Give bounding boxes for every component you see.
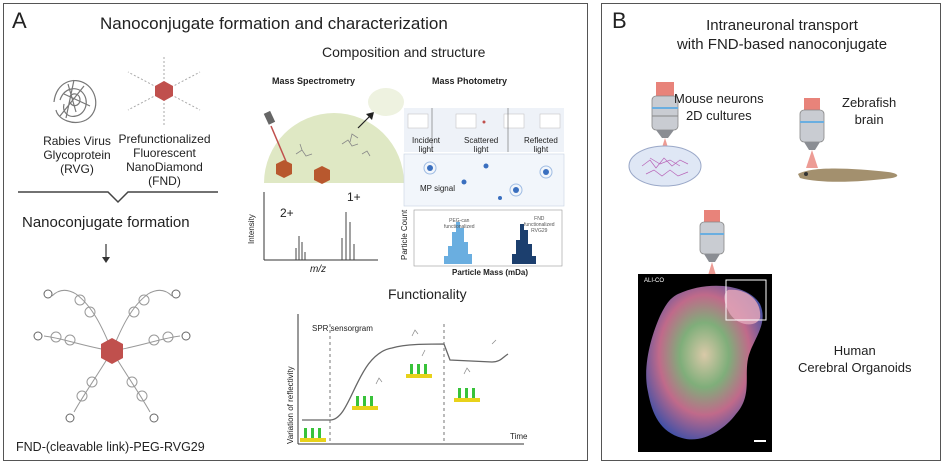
peak-b-line: FND: [534, 216, 545, 222]
neurons-label-line: 2D cultures: [685, 108, 752, 123]
rvg-label-line: (RVG): [60, 162, 94, 176]
conjugate-label: FND-(cleavable link)-PEG-RVG29: [16, 440, 205, 454]
rvg-label: Rabies Virus Glycoprotein (RVG): [22, 134, 132, 176]
incident-line: Incident: [412, 136, 441, 145]
peak-b-label: FND functionalized RVG29: [524, 216, 555, 234]
zebrafish-label-line: Zebrafish: [842, 95, 897, 110]
panel-a: A Nanoconjugate formation and characteri…: [3, 3, 588, 461]
neuron-culture-illustration: [628, 82, 702, 187]
mass-spec-xlabel: m/z: [310, 264, 327, 275]
rvg-label-line: Glycoprotein: [43, 148, 111, 162]
scattered-line: Scattered: [464, 136, 499, 145]
zebrafish-label-line: brain: [854, 112, 884, 127]
down-arrow-icon: [102, 244, 110, 263]
organoids-label-line: Cerebral Organoids: [798, 360, 912, 375]
fnd-label: Prefunctionalized Fluorescent NanoDiamon…: [112, 132, 217, 188]
scattered-light-label: Scattered light: [464, 136, 498, 154]
peak-a-line: PEG-can: [449, 218, 470, 224]
neurons-label-line: Mouse neurons: [674, 91, 764, 106]
organoids-label-line: Human: [833, 343, 876, 358]
fnd-label-line: (FND): [148, 174, 181, 188]
mass-spec-plot: [263, 192, 378, 261]
peak-a-line: functionalized: [444, 224, 475, 230]
organoid-fluorescence-image: [638, 274, 772, 452]
composition-title: Composition and structure: [322, 44, 486, 60]
peak-a-label: PEG-can functionalized: [444, 218, 475, 230]
mass-photometry-title: Mass Photometry: [432, 76, 508, 86]
scattered-line: light: [473, 145, 489, 154]
mass-spec-ylabel: Intensity: [247, 214, 256, 244]
photometry-optics-illustration: [404, 108, 564, 152]
spr-sensorgram-plot: [297, 314, 524, 445]
reflected-light-label: Reflected light: [524, 136, 558, 154]
formation-label: Nanoconjugate formation: [22, 214, 190, 231]
nanoconjugate-illustration: [33, 289, 191, 423]
rvg-protein-illustration: [53, 79, 97, 123]
photometry-xlabel: Particle Mass (mDa): [452, 268, 529, 277]
zebrafish-illustration: [798, 98, 898, 182]
fnd-particle-illustration: [127, 56, 201, 126]
panel-b-title-line: with FND-based nanoconjugate: [676, 36, 888, 53]
mass-spec-title: Mass Spectrometry: [272, 76, 356, 86]
merge-brace: [18, 191, 218, 204]
rvg-label-line: Rabies Virus: [43, 134, 111, 148]
spr-ylabel: Variation of reflectivity: [286, 366, 295, 444]
reflected-line: Reflected: [524, 136, 558, 145]
zebrafish-label: Zebrafish brain: [842, 94, 896, 128]
fnd-label-line: NanoDiamond: [126, 160, 203, 174]
neurons-label: Mouse neurons 2D cultures: [674, 90, 764, 124]
panel-a-title: Nanoconjugate formation and characteriza…: [100, 14, 448, 33]
panel-a-letter: A: [12, 8, 27, 33]
organoid-tag: ALI-CO: [644, 278, 665, 284]
photometry-histogram: [413, 209, 563, 267]
fnd-label-line: Prefunctionalized: [118, 132, 211, 146]
spr-sensorgram-label: SPR sensorgram: [312, 324, 373, 333]
panel-b: B Intraneuronal transport with FND-based…: [601, 3, 941, 461]
peak-b-line: functionalized: [524, 222, 555, 228]
peak-b-line: RVG29: [531, 228, 548, 234]
fnd-label-line: Fluorescent: [133, 146, 196, 160]
functionality-title: Functionality: [388, 286, 467, 302]
panel-b-title-line: Intraneuronal transport: [706, 17, 858, 34]
mp-signal-image: [403, 153, 565, 207]
organoids-label: Human Cerebral Organoids: [798, 342, 911, 376]
incident-light-label: Incident light: [412, 136, 440, 154]
reflected-line: light: [533, 145, 549, 154]
microscope-objective-icon: [699, 210, 725, 282]
incident-line: light: [418, 145, 434, 154]
peak-label-2plus: 2+: [280, 206, 294, 220]
panel-b-letter: B: [612, 8, 627, 33]
peak-label-1plus: 1+: [347, 190, 361, 204]
spr-xlabel: Time: [510, 432, 528, 441]
mass-spec-illustration: [263, 88, 404, 184]
mp-signal-label: MP signal: [420, 184, 455, 193]
panel-b-title: Intraneuronal transport with FND-based n…: [642, 16, 922, 54]
photometry-ylabel: Particle Count: [400, 209, 409, 260]
